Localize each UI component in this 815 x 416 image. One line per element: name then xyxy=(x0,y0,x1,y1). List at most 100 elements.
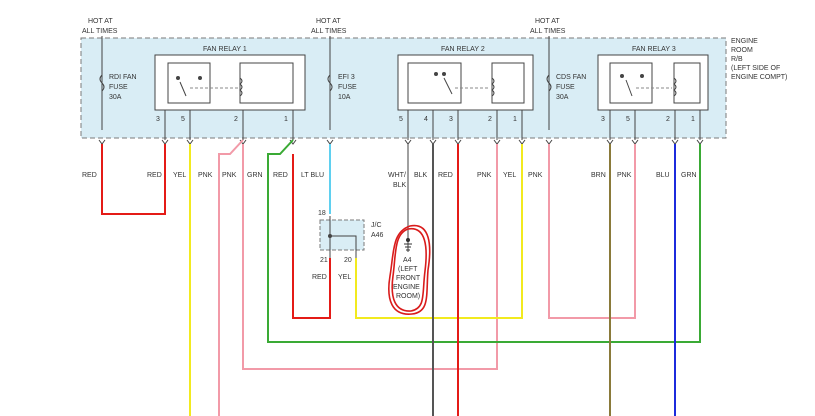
relay-coil xyxy=(239,77,243,97)
ground-label: ENGINE xyxy=(393,284,420,291)
switch-contact xyxy=(176,76,180,80)
junction-node xyxy=(328,234,332,238)
fuse-label: FUSE xyxy=(109,84,128,91)
ground-node xyxy=(406,238,410,242)
ground-icon xyxy=(404,243,412,251)
fuse-symbol xyxy=(327,74,333,92)
wire-label: RED xyxy=(273,172,288,179)
wire-label: RED xyxy=(312,274,327,281)
switch-contact xyxy=(198,76,202,80)
wire-red-loop xyxy=(101,144,166,215)
pin-number: 3 xyxy=(449,116,453,123)
wire-label: BLK xyxy=(393,182,407,189)
supply-label-line: ALL TIMES xyxy=(82,28,118,35)
engine-room-label-line: R/B xyxy=(731,56,743,63)
fuse-label: 30A xyxy=(109,94,122,101)
wire-label: PNK xyxy=(477,172,492,179)
relay-pin-stubs xyxy=(164,110,701,140)
connector-marks xyxy=(98,139,704,145)
switch-contact xyxy=(620,74,624,78)
relay-switch-box xyxy=(167,62,211,104)
fuse-label: EFI 3 xyxy=(338,74,355,81)
junction-internal xyxy=(329,216,357,258)
annotation-circle xyxy=(388,224,431,315)
supply-label-line: HOT AT xyxy=(316,18,341,25)
pin-number: 3 xyxy=(601,116,605,123)
wire-label: RED xyxy=(82,172,97,179)
wire-label: YEL xyxy=(503,172,516,179)
supply-label-3: HOT AT ALL TIMES xyxy=(530,18,566,35)
fuse-symbol xyxy=(546,74,552,92)
pin-number: 2 xyxy=(488,116,492,123)
switch-arm xyxy=(443,77,453,95)
pin-number: 5 xyxy=(399,116,403,123)
wire-label: GRN xyxy=(681,172,697,179)
supply-label-2: HOT AT ALL TIMES xyxy=(311,18,347,35)
switch-arm xyxy=(179,81,187,97)
wire-yel-jc xyxy=(355,144,523,319)
fan-relay-3: FAN RELAY 3 xyxy=(597,46,709,111)
ground-label: ROOM) xyxy=(396,293,420,300)
pin-number: 5 xyxy=(626,116,630,123)
ground-label: (LEFT xyxy=(398,266,418,273)
relay-title: FAN RELAY 2 xyxy=(441,46,485,53)
wire-label: BLU xyxy=(656,172,670,179)
wire-label: GRN xyxy=(247,172,263,179)
junction-label: J/C xyxy=(371,222,382,229)
supply-label-line: HOT AT xyxy=(88,18,113,25)
relay-coil-box xyxy=(239,62,294,104)
fuse-label: FUSE xyxy=(556,84,575,91)
fuse-label: 30A xyxy=(556,94,569,101)
pin-number: 2 xyxy=(666,116,670,123)
engine-room-label: ENGINE ROOM R/B (LEFT SIDE OF ENGINE COM… xyxy=(731,38,787,81)
fuse-label: 10A xyxy=(338,94,351,101)
pin-number: 4 xyxy=(424,116,428,123)
junction-connector-a46: 18 J/C A46 21 20 RED YEL xyxy=(312,210,384,281)
relay-switch-box xyxy=(609,62,653,104)
relay-coil-box xyxy=(673,62,701,104)
wire-label: RED xyxy=(438,172,453,179)
wire-label: BRN xyxy=(591,172,606,179)
pin-number: 3 xyxy=(156,116,160,123)
wire-label: PNK xyxy=(617,172,632,179)
pin-number: 20 xyxy=(344,257,352,264)
fuse-symbol xyxy=(99,74,105,92)
fan-relay-2: FAN RELAY 2 xyxy=(397,46,534,111)
supply-label-line: ALL TIMES xyxy=(530,28,566,35)
pin-number: 5 xyxy=(181,116,185,123)
relay-box xyxy=(597,54,709,111)
switch-contact xyxy=(640,74,644,78)
pin-number: 1 xyxy=(691,116,695,123)
efi3-fuse: EFI 3 FUSE 10A xyxy=(327,74,357,101)
fuse-label: RDI FAN xyxy=(109,74,137,81)
pin-numbers: 3 5 2 1 5 4 3 2 1 3 5 2 1 xyxy=(156,116,695,123)
switch-contact xyxy=(442,72,446,76)
pin-number: 21 xyxy=(320,257,328,264)
relay-box xyxy=(397,54,534,111)
relay-coil-box xyxy=(491,62,525,104)
junction-label: A46 xyxy=(371,232,384,239)
engine-room-label-line: ENGINE COMPT) xyxy=(731,74,787,81)
wire-label: PNK xyxy=(222,172,237,179)
wire-grn-1 xyxy=(267,139,701,343)
relay-coil xyxy=(673,77,677,97)
relay-switch-box xyxy=(407,62,462,104)
supply-label-1: HOT AT ALL TIMES xyxy=(82,18,118,35)
fuse-label: FUSE xyxy=(338,84,357,91)
fan-relay-1: FAN RELAY 1 xyxy=(154,46,306,111)
wire-pnk-1 xyxy=(218,139,244,416)
ground-a4: A4 (LEFT FRONT ENGINE ROOM) xyxy=(393,238,421,300)
wire-labels: RED RED YEL PNK PNK GRN RED LT BLU WHT/ … xyxy=(82,172,697,189)
junction-box xyxy=(319,219,365,251)
cds-fan-fuse: CDS FAN FUSE 30A xyxy=(546,74,586,101)
supply-label-line: HOT AT xyxy=(535,18,560,25)
wire-label: YEL xyxy=(173,172,186,179)
wire-label: PNK xyxy=(528,172,543,179)
engine-room-label-line: ENGINE xyxy=(731,38,758,45)
wire-pnk-cds xyxy=(548,144,636,319)
pin-number: 2 xyxy=(234,116,238,123)
wire-label: PNK xyxy=(198,172,213,179)
engine-room-label-line: (LEFT SIDE OF xyxy=(731,65,780,72)
pin-number: 1 xyxy=(284,116,288,123)
wire-label: WHT/ xyxy=(388,172,406,179)
